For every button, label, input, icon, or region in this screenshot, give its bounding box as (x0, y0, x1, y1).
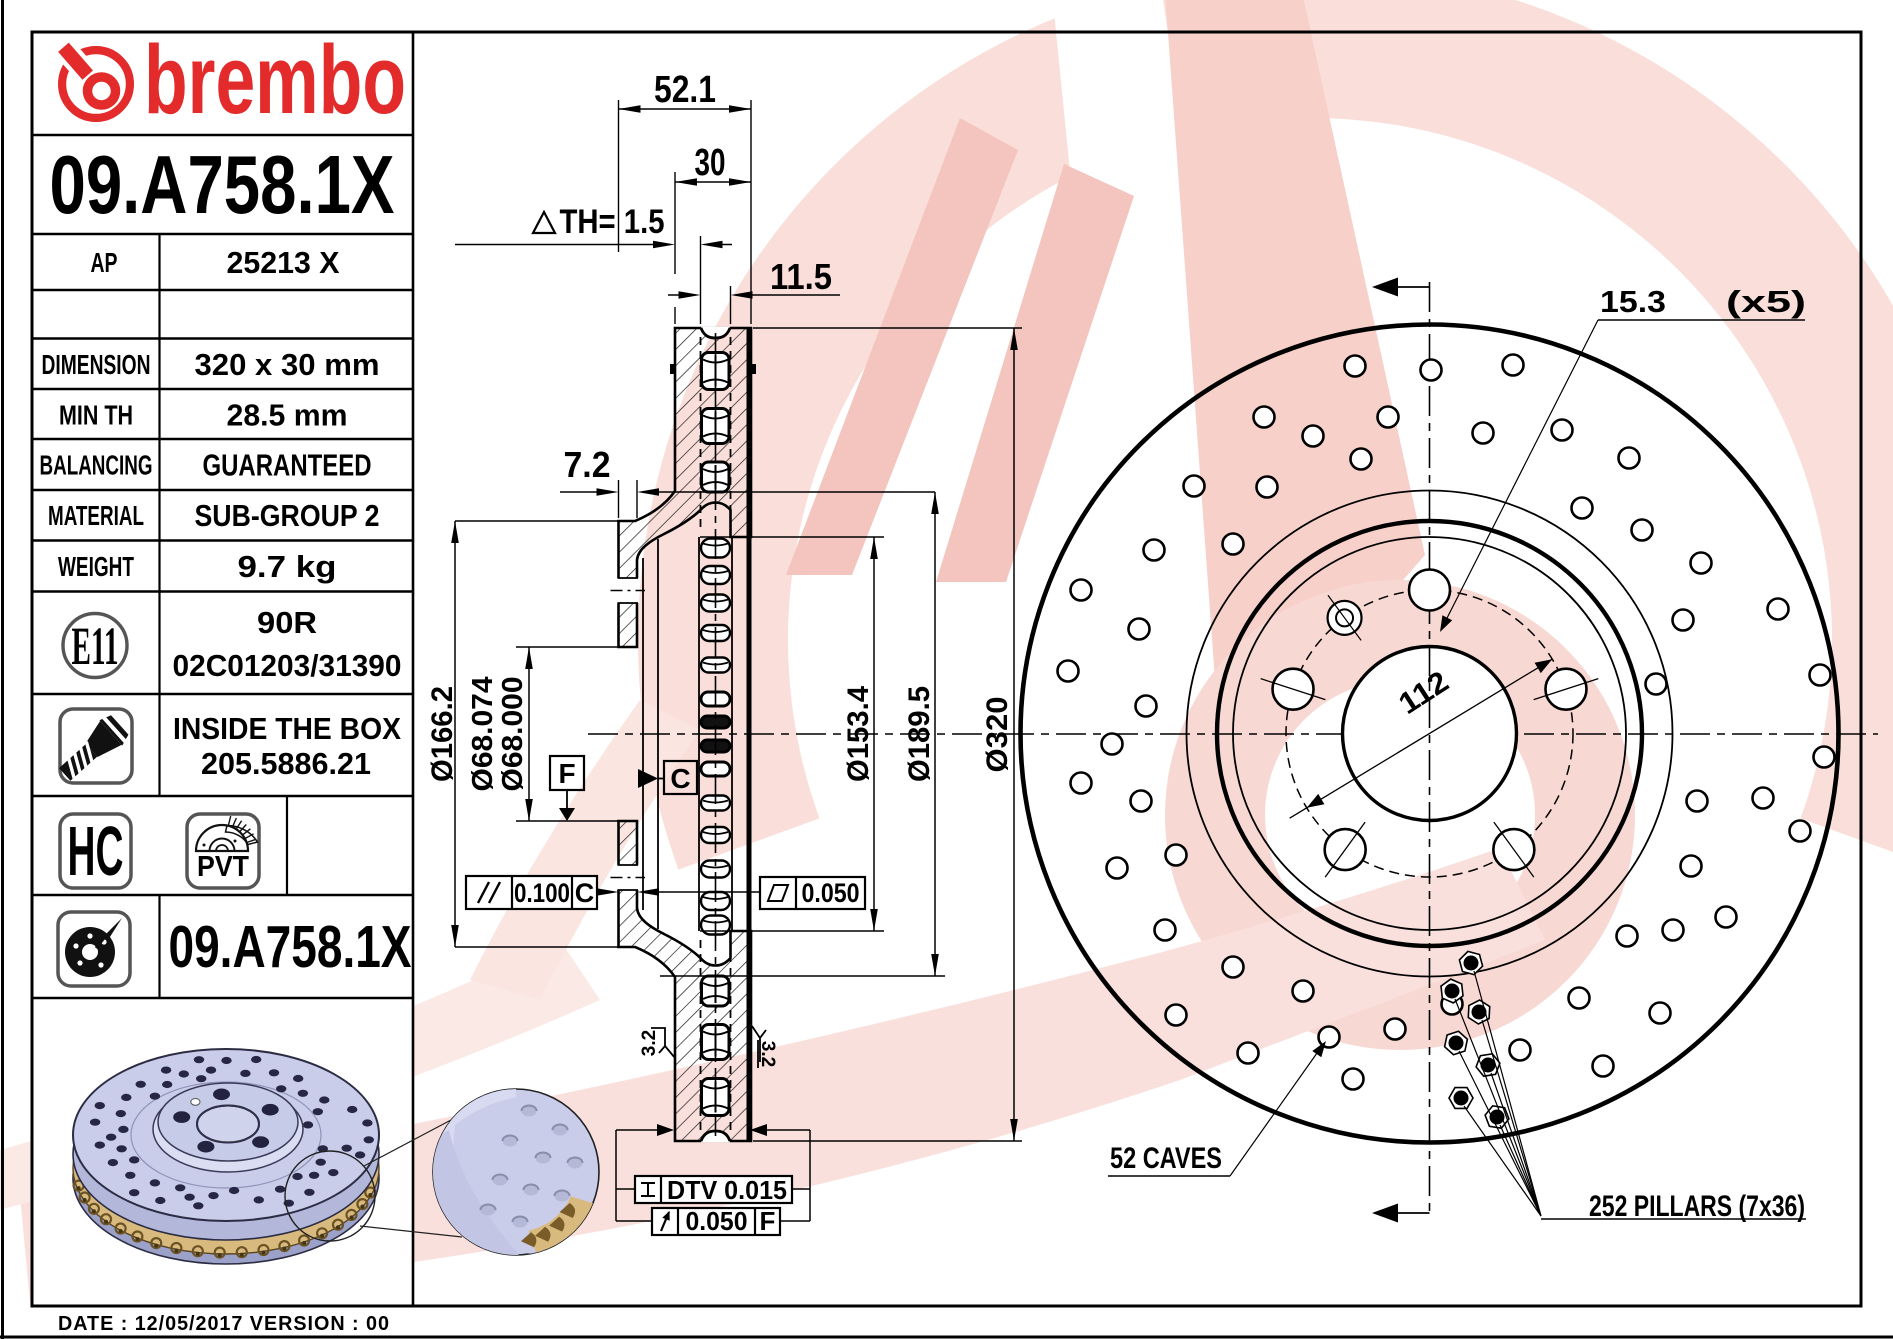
svg-text:MIN TH: MIN TH (59, 400, 133, 431)
svg-text:E11: E11 (72, 616, 119, 676)
svg-text:HC: HC (68, 812, 124, 890)
svg-text:brembo: brembo (144, 25, 406, 134)
svg-text:90R: 90R (257, 605, 317, 640)
svg-text:09.A758.1X: 09.A758.1X (169, 914, 412, 980)
svg-text:09.A758.1X: 09.A758.1X (50, 138, 395, 231)
svg-text:0.050: 0.050 (686, 1206, 748, 1236)
svg-text:3.2: 3.2 (639, 1030, 660, 1056)
svg-text:3.2: 3.2 (757, 1041, 778, 1067)
svg-text:C: C (670, 763, 690, 794)
svg-text:02C01203/31390: 02C01203/31390 (173, 648, 402, 683)
svg-text:C: C (575, 878, 595, 908)
svg-text:25213 X: 25213 X (227, 245, 340, 280)
svg-text:(x5): (x5) (1726, 284, 1806, 319)
svg-text:BALANCING: BALANCING (40, 450, 153, 481)
svg-text:0.050: 0.050 (802, 878, 860, 908)
svg-text:DTV 0.015: DTV 0.015 (667, 1175, 787, 1205)
svg-text:15.3: 15.3 (1600, 284, 1666, 319)
svg-text:Ø166.2: Ø166.2 (426, 686, 459, 782)
svg-text:PVT: PVT (197, 851, 249, 883)
svg-text:GUARANTEED: GUARANTEED (203, 448, 372, 483)
svg-text:Ø153.4: Ø153.4 (842, 686, 875, 782)
svg-text:7.2: 7.2 (564, 444, 611, 485)
svg-text:52.1: 52.1 (654, 69, 716, 111)
svg-text:30: 30 (695, 142, 726, 184)
svg-text:205.5886.21: 205.5886.21 (201, 746, 371, 781)
svg-text:Ø189.5: Ø189.5 (903, 686, 936, 782)
svg-text:F: F (558, 758, 575, 789)
svg-text:52 CAVES: 52 CAVES (1110, 1142, 1222, 1175)
svg-text:SUB-GROUP 2: SUB-GROUP 2 (195, 498, 380, 533)
svg-text:F: F (760, 1206, 776, 1236)
svg-text:Ø68.074: Ø68.074 (467, 677, 499, 792)
svg-text:9.7 kg: 9.7 kg (238, 549, 337, 584)
svg-text:MATERIAL: MATERIAL (48, 500, 144, 531)
svg-text:DATE : 12/05/2017 VERSION : 00: DATE : 12/05/2017 VERSION : 00 (58, 1312, 390, 1335)
svg-text:DIMENSION: DIMENSION (42, 349, 151, 380)
svg-text:INSIDE THE BOX: INSIDE THE BOX (173, 711, 401, 746)
svg-text:AP: AP (91, 247, 118, 278)
svg-text:TH= 1.5: TH= 1.5 (560, 203, 665, 241)
svg-text:320 x 30 mm: 320 x 30 mm (195, 347, 380, 382)
svg-text:252 PILLARS (7x36): 252 PILLARS (7x36) (1589, 1190, 1805, 1223)
svg-text:Ø68.000: Ø68.000 (497, 677, 529, 792)
svg-text:0.100: 0.100 (514, 878, 570, 908)
svg-text:28.5 mm: 28.5 mm (227, 398, 348, 433)
svg-text:WEIGHT: WEIGHT (58, 551, 134, 582)
svg-text:Ø320: Ø320 (981, 697, 1014, 773)
svg-text:11.5: 11.5 (770, 256, 832, 297)
